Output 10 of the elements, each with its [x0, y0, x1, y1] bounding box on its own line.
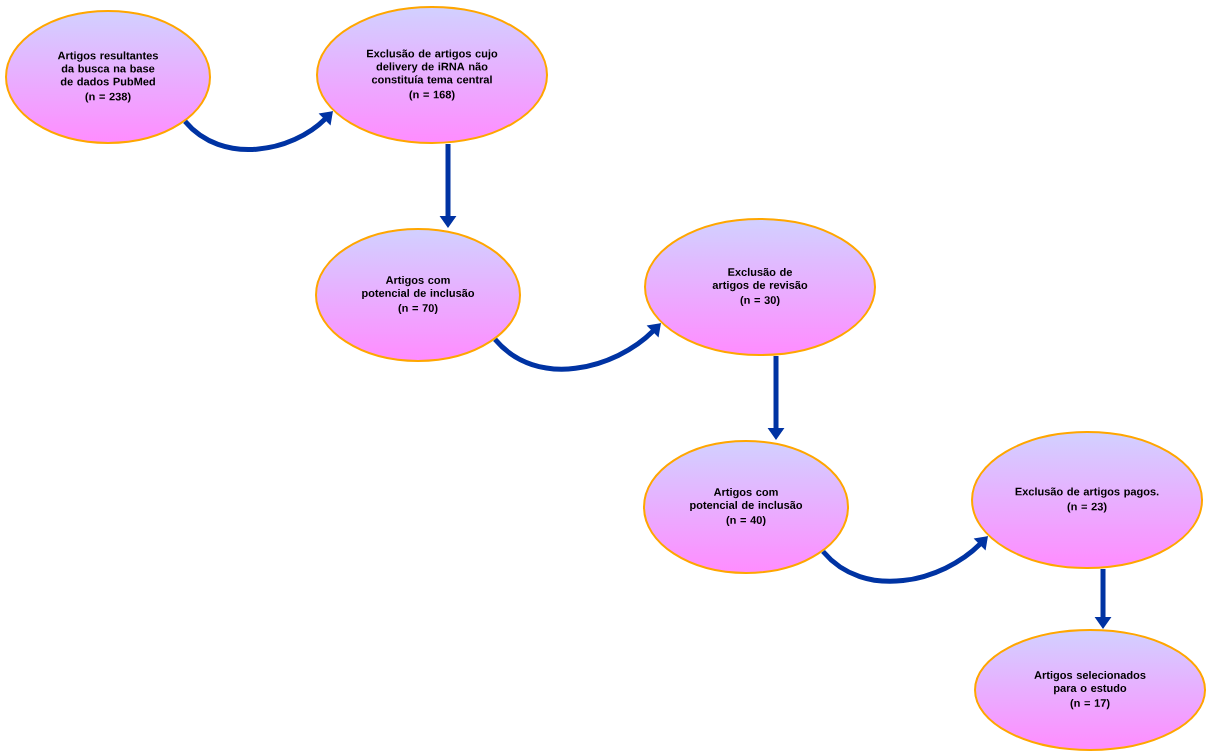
ellipse-node: Exclusão de artigos pagos. (n = 23) [971, 431, 1203, 569]
curved-arrow [493, 323, 661, 372]
ellipse-node: Artigos selecionados para o estudo (n = 17) [974, 629, 1206, 751]
curved-arrow [821, 536, 988, 584]
curved-arrow [183, 111, 333, 152]
ellipse-node: Exclusão de artigos de revisão (n = 30) [644, 218, 876, 356]
ellipse-node: Artigos com potencial de inclusão (n = 70) [315, 228, 521, 362]
ellipse-node: Artigos resultantes da busca na base de dados PubMed (n = 238) [5, 10, 211, 144]
ellipse-node: Artigos com potencial de inclusão (n = 40) [643, 440, 849, 574]
ellipse-node: Exclusão de artigos cujo delivery de iRNA não constituía tema central (n = 168) [316, 6, 548, 144]
